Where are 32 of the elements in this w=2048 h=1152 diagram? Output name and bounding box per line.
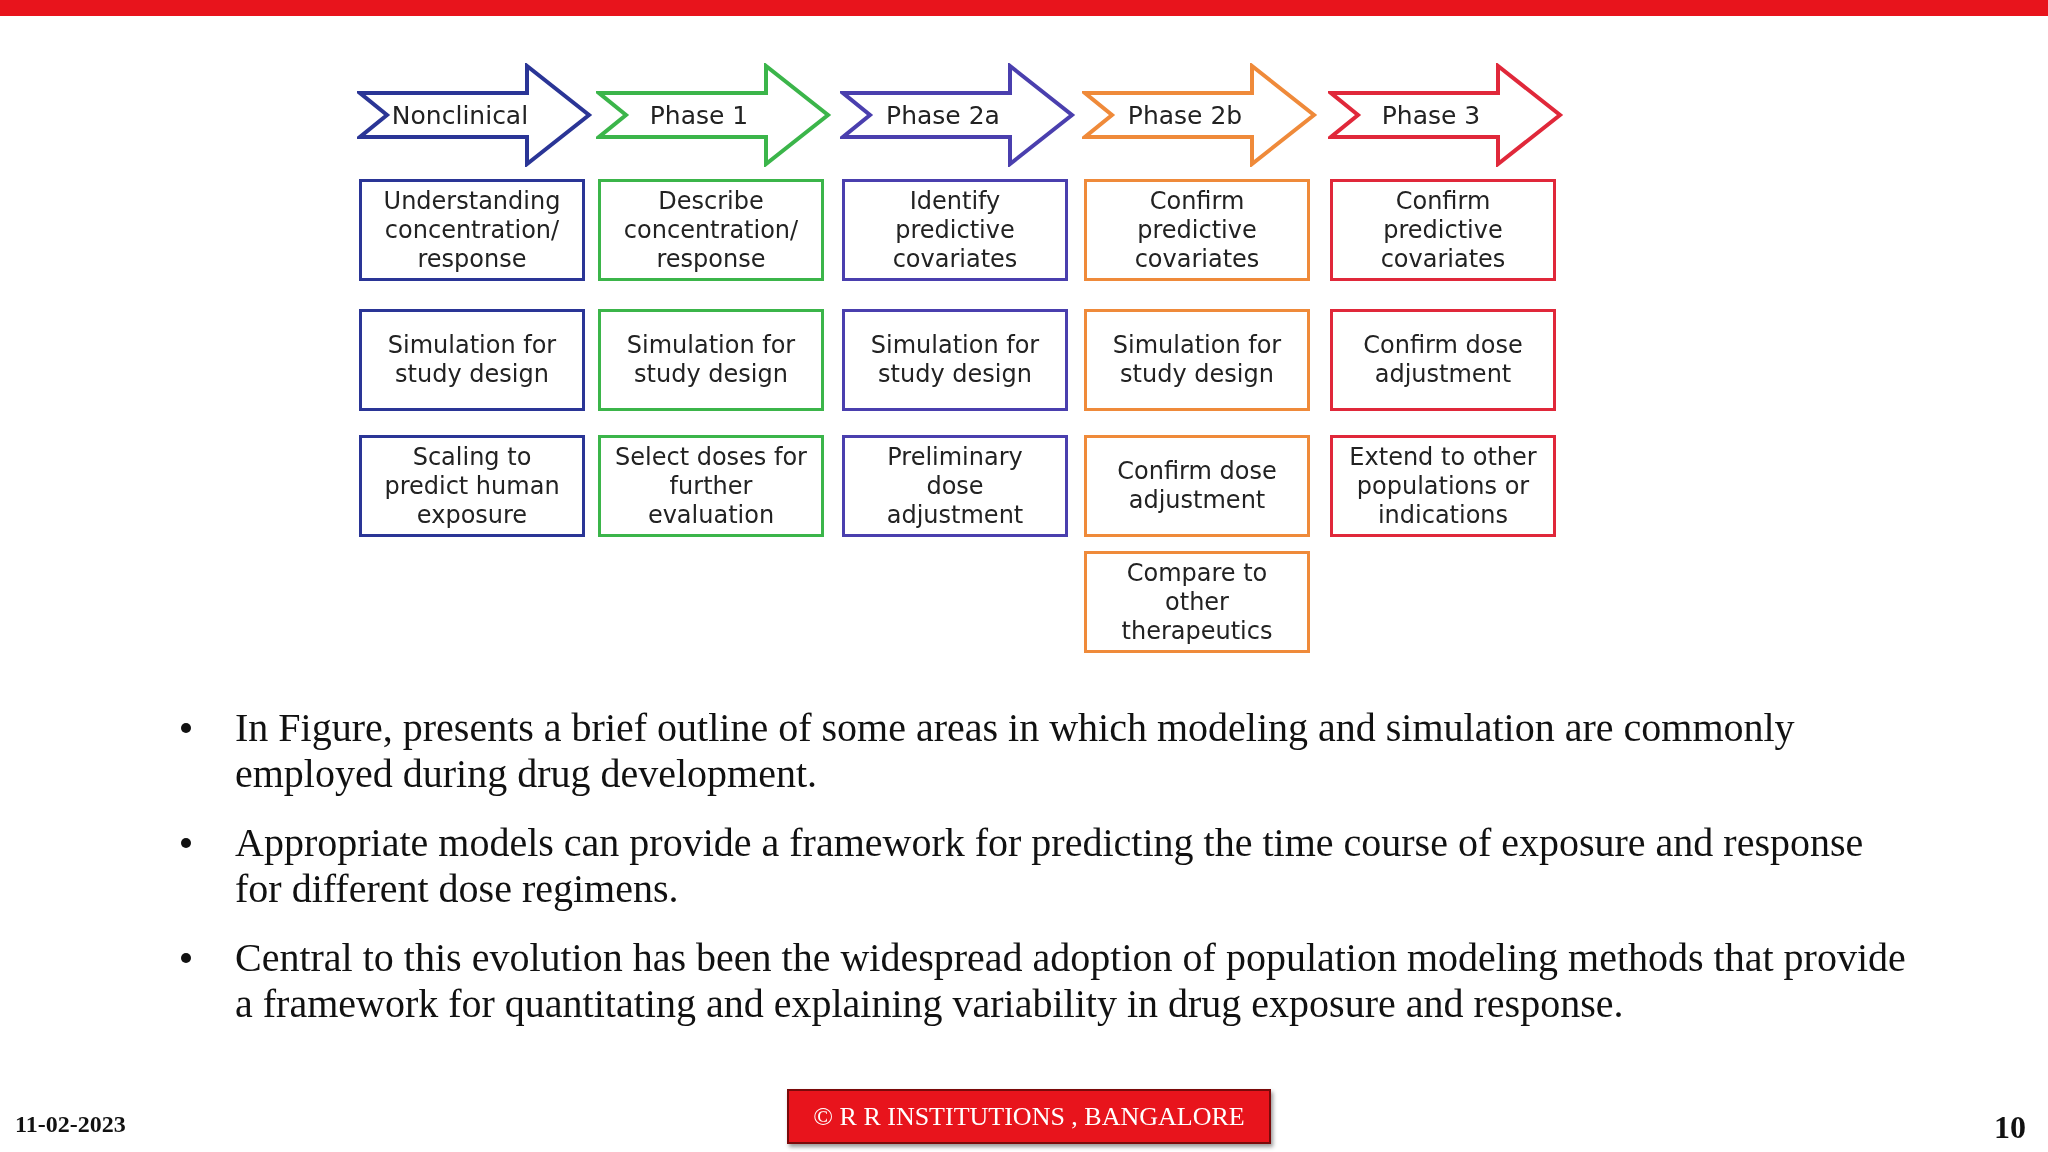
phase-header (596, 63, 832, 167)
phase-label: Phase 2b (1127, 100, 1243, 130)
activity-box: Identify predictive covariates (842, 179, 1068, 281)
phase-header (357, 63, 593, 167)
bullet-text: Central to this evolution has been the widespread adoption of population modeling methods that provide a framework for quantitating and explaining variability in drug exposure and response. (235, 935, 1907, 1027)
phase-label: Phase 1 (649, 100, 749, 130)
activity-box: Describe concentration/ response (598, 179, 824, 281)
phase-label: Nonclinical (391, 100, 529, 130)
activity-box: Confirm predictive covariates (1084, 179, 1310, 281)
phase-label: Phase 3 (1381, 100, 1481, 130)
date-text: 11-02-2023 (15, 1111, 126, 1138)
activity-box: Simulation for study design (1084, 309, 1310, 411)
activity-box: Simulation for study design (359, 309, 585, 411)
bullet-text: In Figure, presents a brief outline of some areas in which modeling and simulation are commonly employed during drug development. (235, 705, 1796, 797)
footer-banner: © R R INSTITUTIONS , BANGALORE (787, 1089, 1271, 1144)
activity-box: Confirm dose adjustment (1084, 435, 1310, 537)
phase-header (1082, 63, 1318, 167)
activity-box: Confirm dose adjustment (1330, 309, 1556, 411)
activity-box: Preliminary dose adjustment (842, 435, 1068, 537)
activity-box: Simulation for study design (598, 309, 824, 411)
phase-header (1328, 63, 1564, 167)
phase-label: Phase 2a (886, 100, 1000, 130)
activity-box: Confirm predictive covariates (1330, 179, 1556, 281)
activity-box: Understanding concentration/ response (359, 179, 585, 281)
activity-box: Simulation for study design (842, 309, 1068, 411)
bullet-text: Appropriate models can provide a framework for predicting the time course of exposure and response for different dose regimens. (235, 820, 1865, 912)
activity-box: Scaling to predict human exposure (359, 435, 585, 537)
activity-box: Select doses for further evaluation (598, 435, 824, 537)
activity-box: Extend to other populations or indications (1330, 435, 1556, 537)
page-number: 10 (1994, 1109, 2026, 1146)
activity-box: Compare to other therapeutics (1084, 551, 1310, 653)
phase-header (840, 63, 1076, 167)
